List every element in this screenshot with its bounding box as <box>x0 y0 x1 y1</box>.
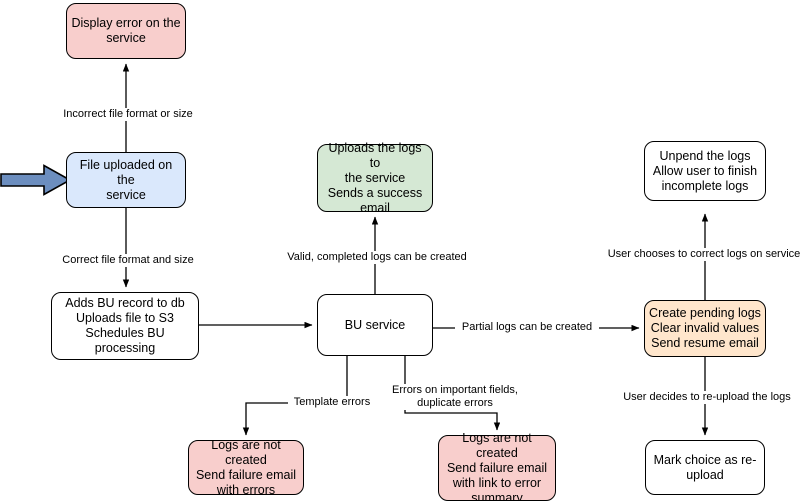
node-logs-not-created-errors[interactable]: Logs are not created Send failure email … <box>188 438 304 497</box>
edge-label-errors-important-fields: Errors on important fields, duplicate er… <box>386 384 524 410</box>
node-create-pending-logs[interactable]: Create pending logs Clear invalid values… <box>644 300 766 357</box>
edge-label-valid-completed: Valid, completed logs can be created <box>275 251 479 264</box>
edge-label-correct-format: Correct file format and size <box>36 254 220 267</box>
node-file-uploaded[interactable]: File uploaded on the service <box>66 152 186 208</box>
node-logs-not-created-summary[interactable]: Logs are not created Send failure email … <box>438 431 556 501</box>
node-adds-bu-record[interactable]: Adds BU record to db Uploads file to S3 … <box>51 292 199 360</box>
edge-label-user-corrects-logs: User chooses to correct logs on service <box>603 248 801 261</box>
node-mark-reupload[interactable]: Mark choice as re- upload <box>645 440 765 495</box>
node-display-error[interactable]: Display error on the service <box>66 3 186 59</box>
start-arrow-icon <box>0 164 72 196</box>
edge-label-user-reupload: User decides to re-upload the logs <box>617 391 797 404</box>
node-bu-service[interactable]: BU service <box>317 294 433 356</box>
node-unpend-logs[interactable]: Unpend the logs Allow user to finish inc… <box>644 141 766 201</box>
edge-label-template-errors: Template errors <box>288 396 376 409</box>
node-uploads-logs[interactable]: Uploads the logs to the service Sends a … <box>317 141 433 215</box>
edge-label-partial-logs: Partial logs can be created <box>455 321 599 334</box>
edge-label-incorrect-format: Incorrect file format or size <box>36 108 220 121</box>
